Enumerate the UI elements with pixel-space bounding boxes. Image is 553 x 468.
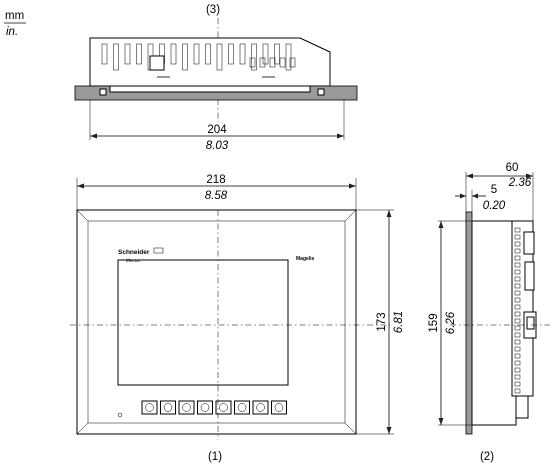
- vent-slot: [182, 43, 188, 71]
- front-height-mm: 173: [376, 312, 388, 331]
- function-key: [215, 400, 232, 415]
- top-latch: [149, 55, 165, 71]
- top-view: (3) 204 8.03: [74, 4, 358, 152]
- vent-slot: [216, 43, 223, 71]
- side-housing: [471, 220, 517, 426]
- vent-slot: [136, 43, 142, 65]
- side-bottom-block: [515, 395, 529, 419]
- side-slot: [514, 290, 521, 296]
- front-view-label: (1): [208, 451, 222, 463]
- vent-slot: [101, 43, 108, 65]
- side-slot: [514, 346, 521, 352]
- top-housing: [89, 37, 331, 87]
- function-key: [178, 400, 195, 415]
- side-slot: [514, 318, 521, 324]
- function-key: [197, 400, 213, 415]
- side-depth-in: 2.36: [508, 177, 532, 189]
- side-view-label: (2): [480, 451, 494, 463]
- function-keys: [141, 400, 287, 415]
- top-view-label: (3): [206, 4, 220, 16]
- function-key: [160, 400, 176, 415]
- svg-text:Schneider: Schneider: [118, 249, 150, 256]
- vent-slot: [205, 43, 211, 65]
- side-slot: [514, 241, 521, 247]
- vent-slot: [124, 43, 131, 65]
- side-slot: [514, 360, 521, 366]
- top-vents: [101, 43, 296, 78]
- vent-slot: [289, 57, 296, 68]
- side-slot: [514, 276, 521, 282]
- side-slot: [514, 269, 521, 275]
- side-slot: [514, 339, 521, 345]
- side-slot: [514, 367, 521, 373]
- front-height-in: 6.81: [393, 311, 405, 333]
- vent-slot: [249, 57, 256, 68]
- side-bezel: [465, 211, 473, 435]
- side-view: 60 2.36 5 0.20 159 6.26 (2): [428, 162, 550, 463]
- vent-slot: [170, 43, 177, 65]
- vent-slot: [193, 43, 200, 65]
- front-view: 218 8.58 Schneider Electric Magelis 173 …: [70, 174, 405, 463]
- brand-logo: Schneider Electric: [118, 247, 164, 263]
- side-bezel-mm: 5: [491, 184, 497, 196]
- vent-slot: [279, 57, 286, 68]
- side-slot: [514, 262, 521, 268]
- side-slot: [514, 325, 521, 331]
- side-slot: [514, 234, 521, 240]
- side-slots: [514, 227, 521, 394]
- unit-mm: mm: [5, 10, 24, 22]
- unit-in: in.: [6, 26, 18, 38]
- product-logo: Magelis: [296, 256, 315, 262]
- side-slot: [514, 255, 521, 261]
- units-legend: mm in.: [4, 10, 26, 38]
- side-depth-mm: 60: [506, 162, 519, 174]
- top-width-in: 8.03: [206, 140, 229, 152]
- front-screen: [117, 259, 289, 386]
- function-key: [252, 400, 269, 415]
- vent-slot: [113, 43, 119, 71]
- side-slot: [514, 227, 521, 233]
- vent-slot: [262, 43, 269, 65]
- vent-slot: [251, 43, 257, 71]
- function-key: [141, 400, 158, 415]
- vent-slot: [285, 43, 292, 71]
- side-slot: [514, 311, 521, 317]
- vent-slot: [239, 43, 246, 65]
- serial-connector: [524, 261, 535, 291]
- side-slot: [514, 332, 521, 338]
- vent-slot: [259, 57, 266, 68]
- side-slot: [514, 353, 521, 359]
- side-bezel-in: 0.20: [483, 200, 506, 212]
- side-slot: [514, 388, 521, 394]
- vent-slot: [269, 57, 276, 68]
- usb-connector: [523, 231, 535, 255]
- front-inner-frame: [87, 220, 346, 424]
- vent-slot: [228, 43, 234, 65]
- vent-slot: [274, 43, 280, 65]
- svg-text:Electric: Electric: [126, 258, 142, 263]
- side-height-mm: 159: [428, 313, 440, 332]
- front-width-in: 8.58: [205, 190, 228, 202]
- function-key: [271, 400, 287, 415]
- side-slot: [514, 304, 521, 310]
- side-slot: [514, 248, 521, 254]
- status-led: [117, 412, 123, 418]
- side-slot: [514, 381, 521, 387]
- top-width-mm: 204: [207, 124, 227, 136]
- side-slot: [514, 283, 521, 289]
- function-key: [234, 400, 250, 415]
- side-height-in: 6.26: [445, 311, 457, 334]
- front-width-mm: 218: [206, 174, 225, 186]
- side-slot: [514, 374, 521, 380]
- side-slot: [514, 297, 521, 303]
